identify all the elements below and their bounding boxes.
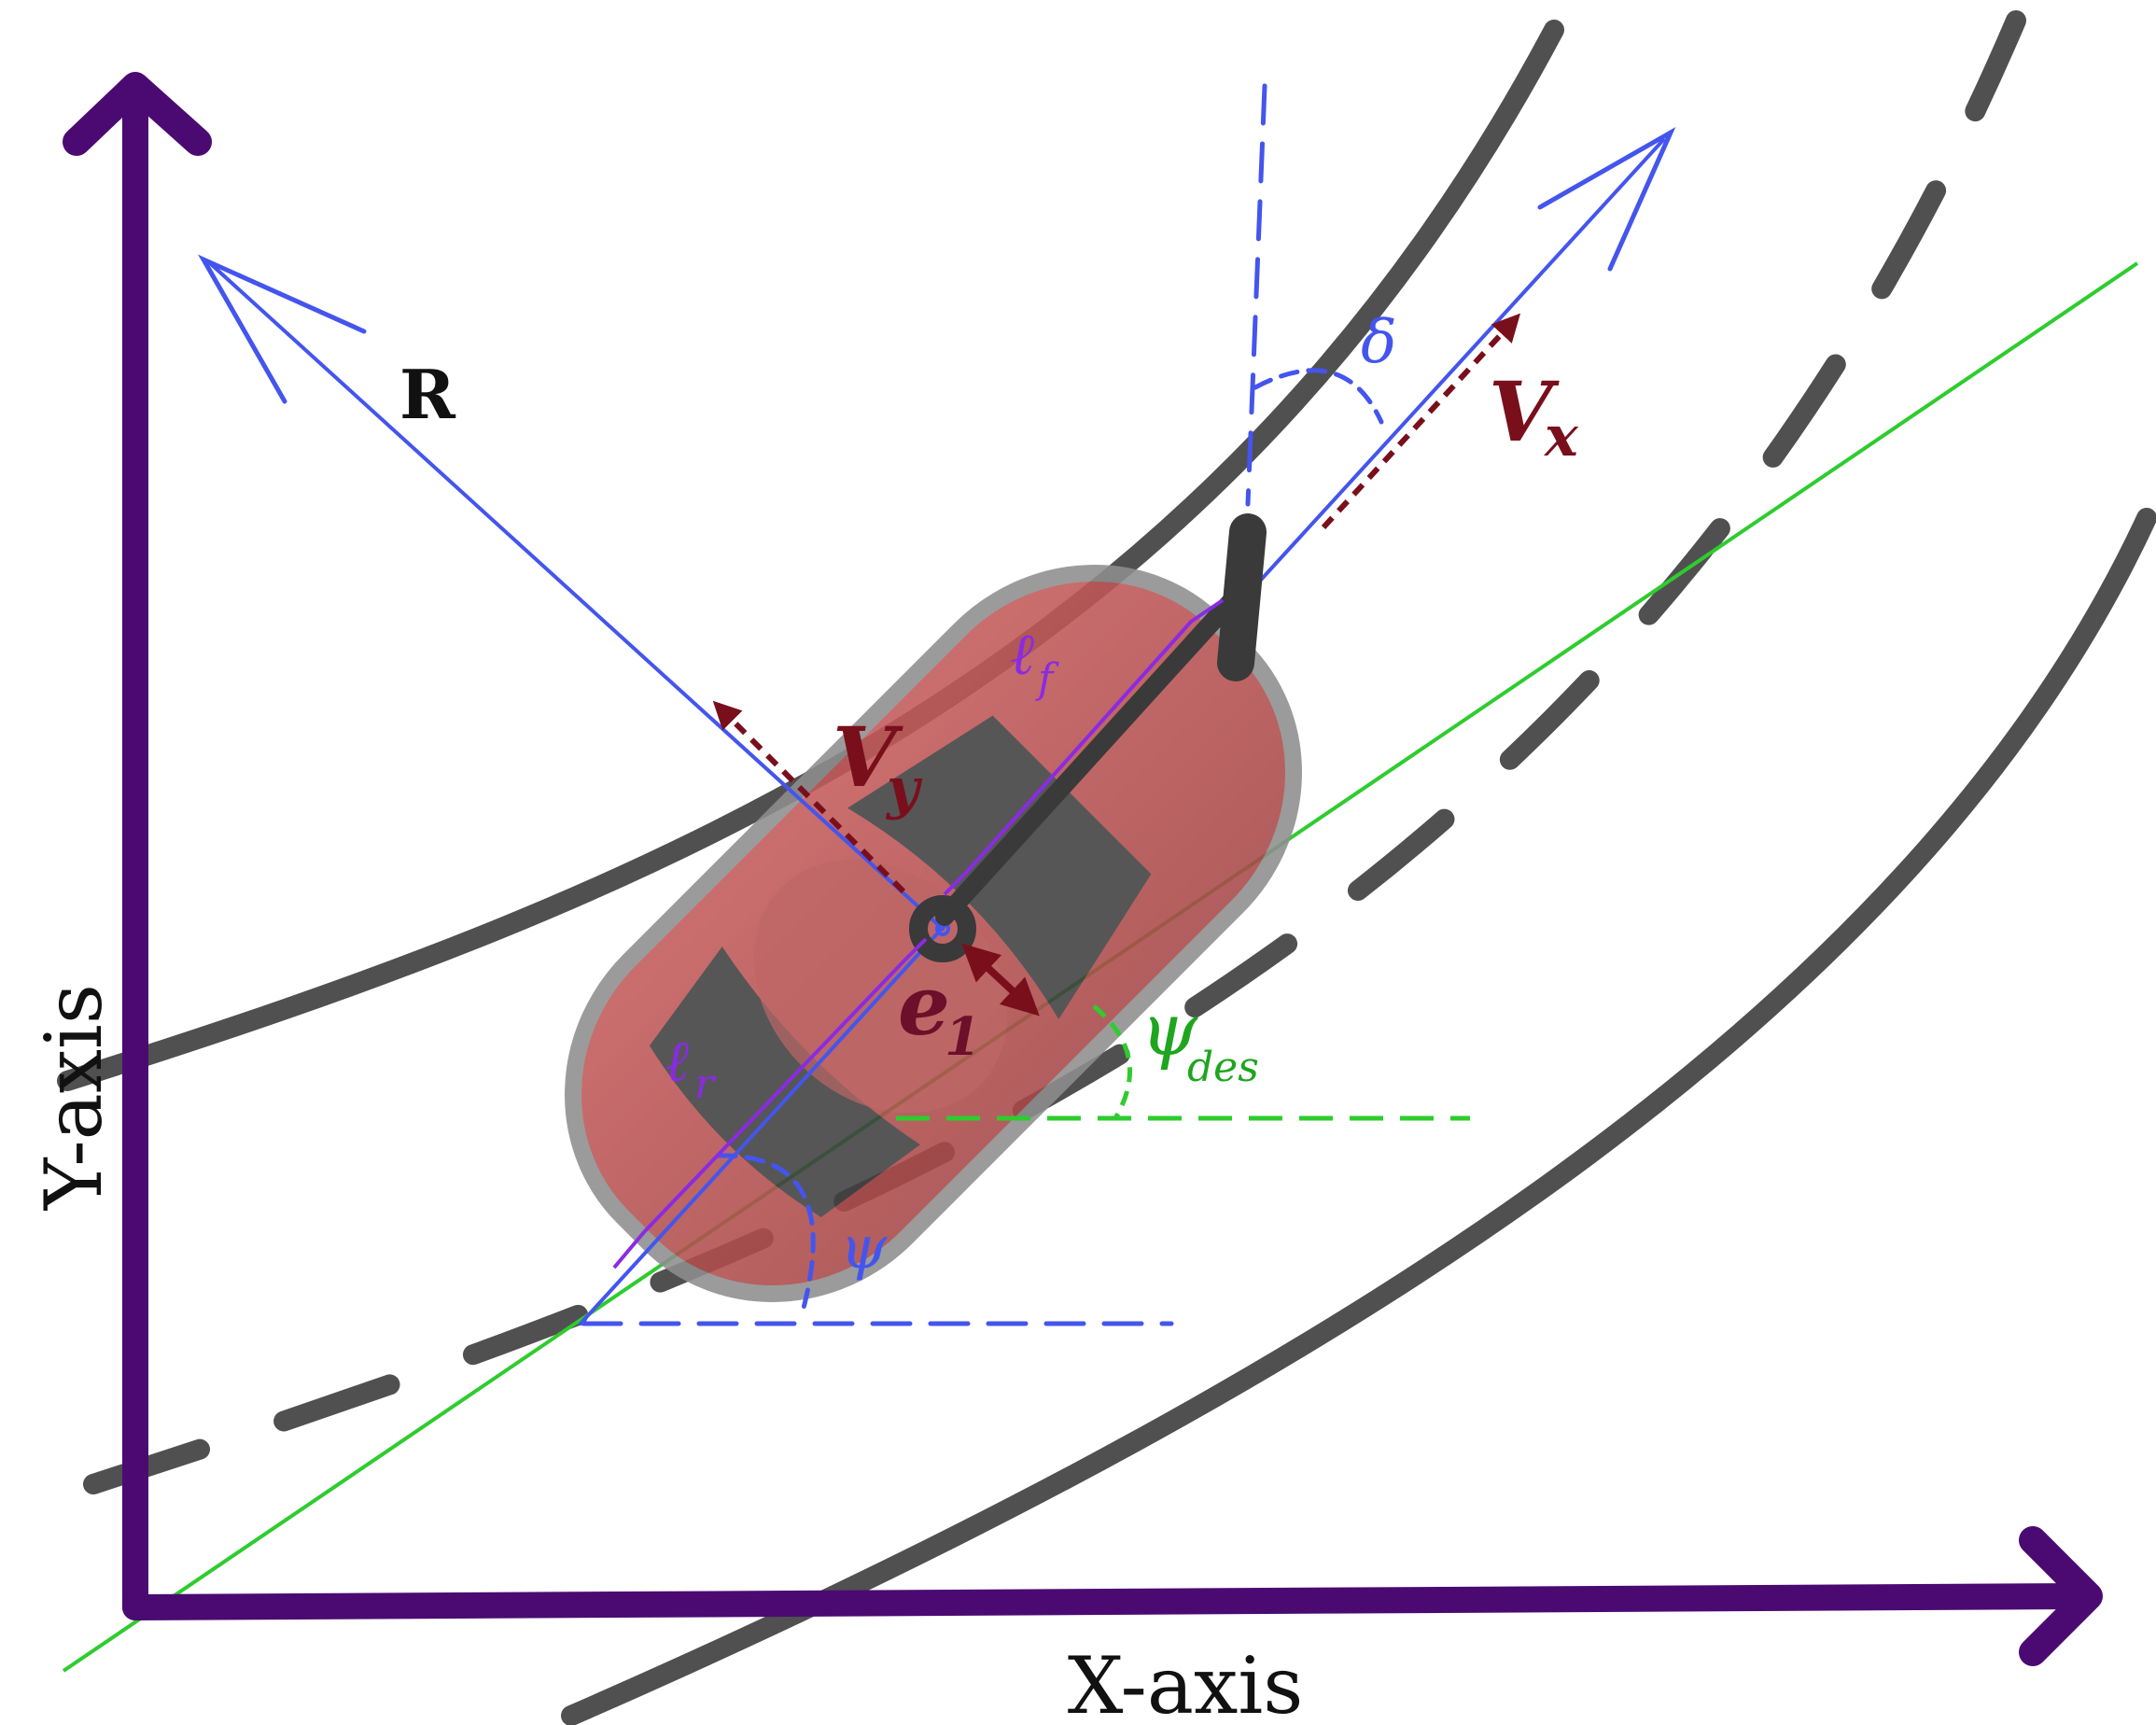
psi-des-arc: [1092, 1004, 1133, 1120]
lr-bracket: [612, 937, 928, 1269]
svg-text:ℓ: ℓ: [665, 1027, 689, 1095]
y-axis-label: Y-axis: [28, 984, 119, 1211]
svg-text:x: x: [1543, 404, 1579, 470]
label-delta: δ: [1361, 308, 1397, 377]
chassis: [935, 513, 1267, 926]
svg-text:y: y: [885, 756, 923, 821]
label-lr: ℓ r: [665, 1027, 717, 1108]
lf-bracket: [943, 598, 1225, 896]
x-axis-arrowhead: [2019, 1526, 2103, 1666]
svg-text:V: V: [833, 708, 903, 806]
road-center-dashed-line: [83, 10, 2026, 1494]
radius-line: [208, 261, 945, 931]
svg-text:1: 1: [945, 1006, 981, 1068]
y-axis-arrowhead: [63, 72, 212, 156]
svg-text:e: e: [898, 957, 950, 1054]
chassis-front-line: [935, 581, 1251, 926]
svg-text:ψ: ψ: [1141, 989, 1198, 1073]
velocity-arrows: [712, 313, 1521, 1017]
label-Vy: V y: [833, 708, 923, 821]
front-wheel: [1217, 513, 1267, 681]
cg-marker: [909, 895, 976, 962]
psi-des-reference: [896, 1004, 1470, 1121]
e1-arrow: [961, 943, 1040, 1017]
svg-text:ℓ: ℓ: [1010, 620, 1034, 688]
labels: Y-axis X-axis R δ V x V y ℓ f ℓ r e 1 ψ …: [28, 308, 1579, 1725]
car-rear-window: [649, 947, 920, 1218]
svg-text:des: des: [1187, 1044, 1259, 1091]
steer-reference-dashed: [1245, 83, 1267, 507]
label-R: R: [399, 355, 456, 434]
axes: [63, 72, 2103, 1666]
label-Vx: V x: [1489, 363, 1579, 470]
vx-arrow: [1321, 313, 1521, 530]
svg-text:r: r: [694, 1060, 717, 1108]
svg-text:V: V: [1489, 363, 1560, 460]
label-psi-des: ψ des: [1141, 989, 1259, 1091]
x-axis-line: [122, 1583, 2096, 1620]
radius-arrowhead: [198, 254, 367, 404]
psi-arc: [716, 1153, 816, 1314]
x-axis-label: X-axis: [1068, 1640, 1304, 1725]
vehicle-heading-arrowhead: [1537, 127, 1676, 272]
road-inner-edge: [561, 508, 2156, 1725]
label-psi: ψ: [840, 1213, 888, 1283]
label-e1: e 1: [898, 957, 981, 1068]
length-brackets: [612, 598, 1225, 1269]
